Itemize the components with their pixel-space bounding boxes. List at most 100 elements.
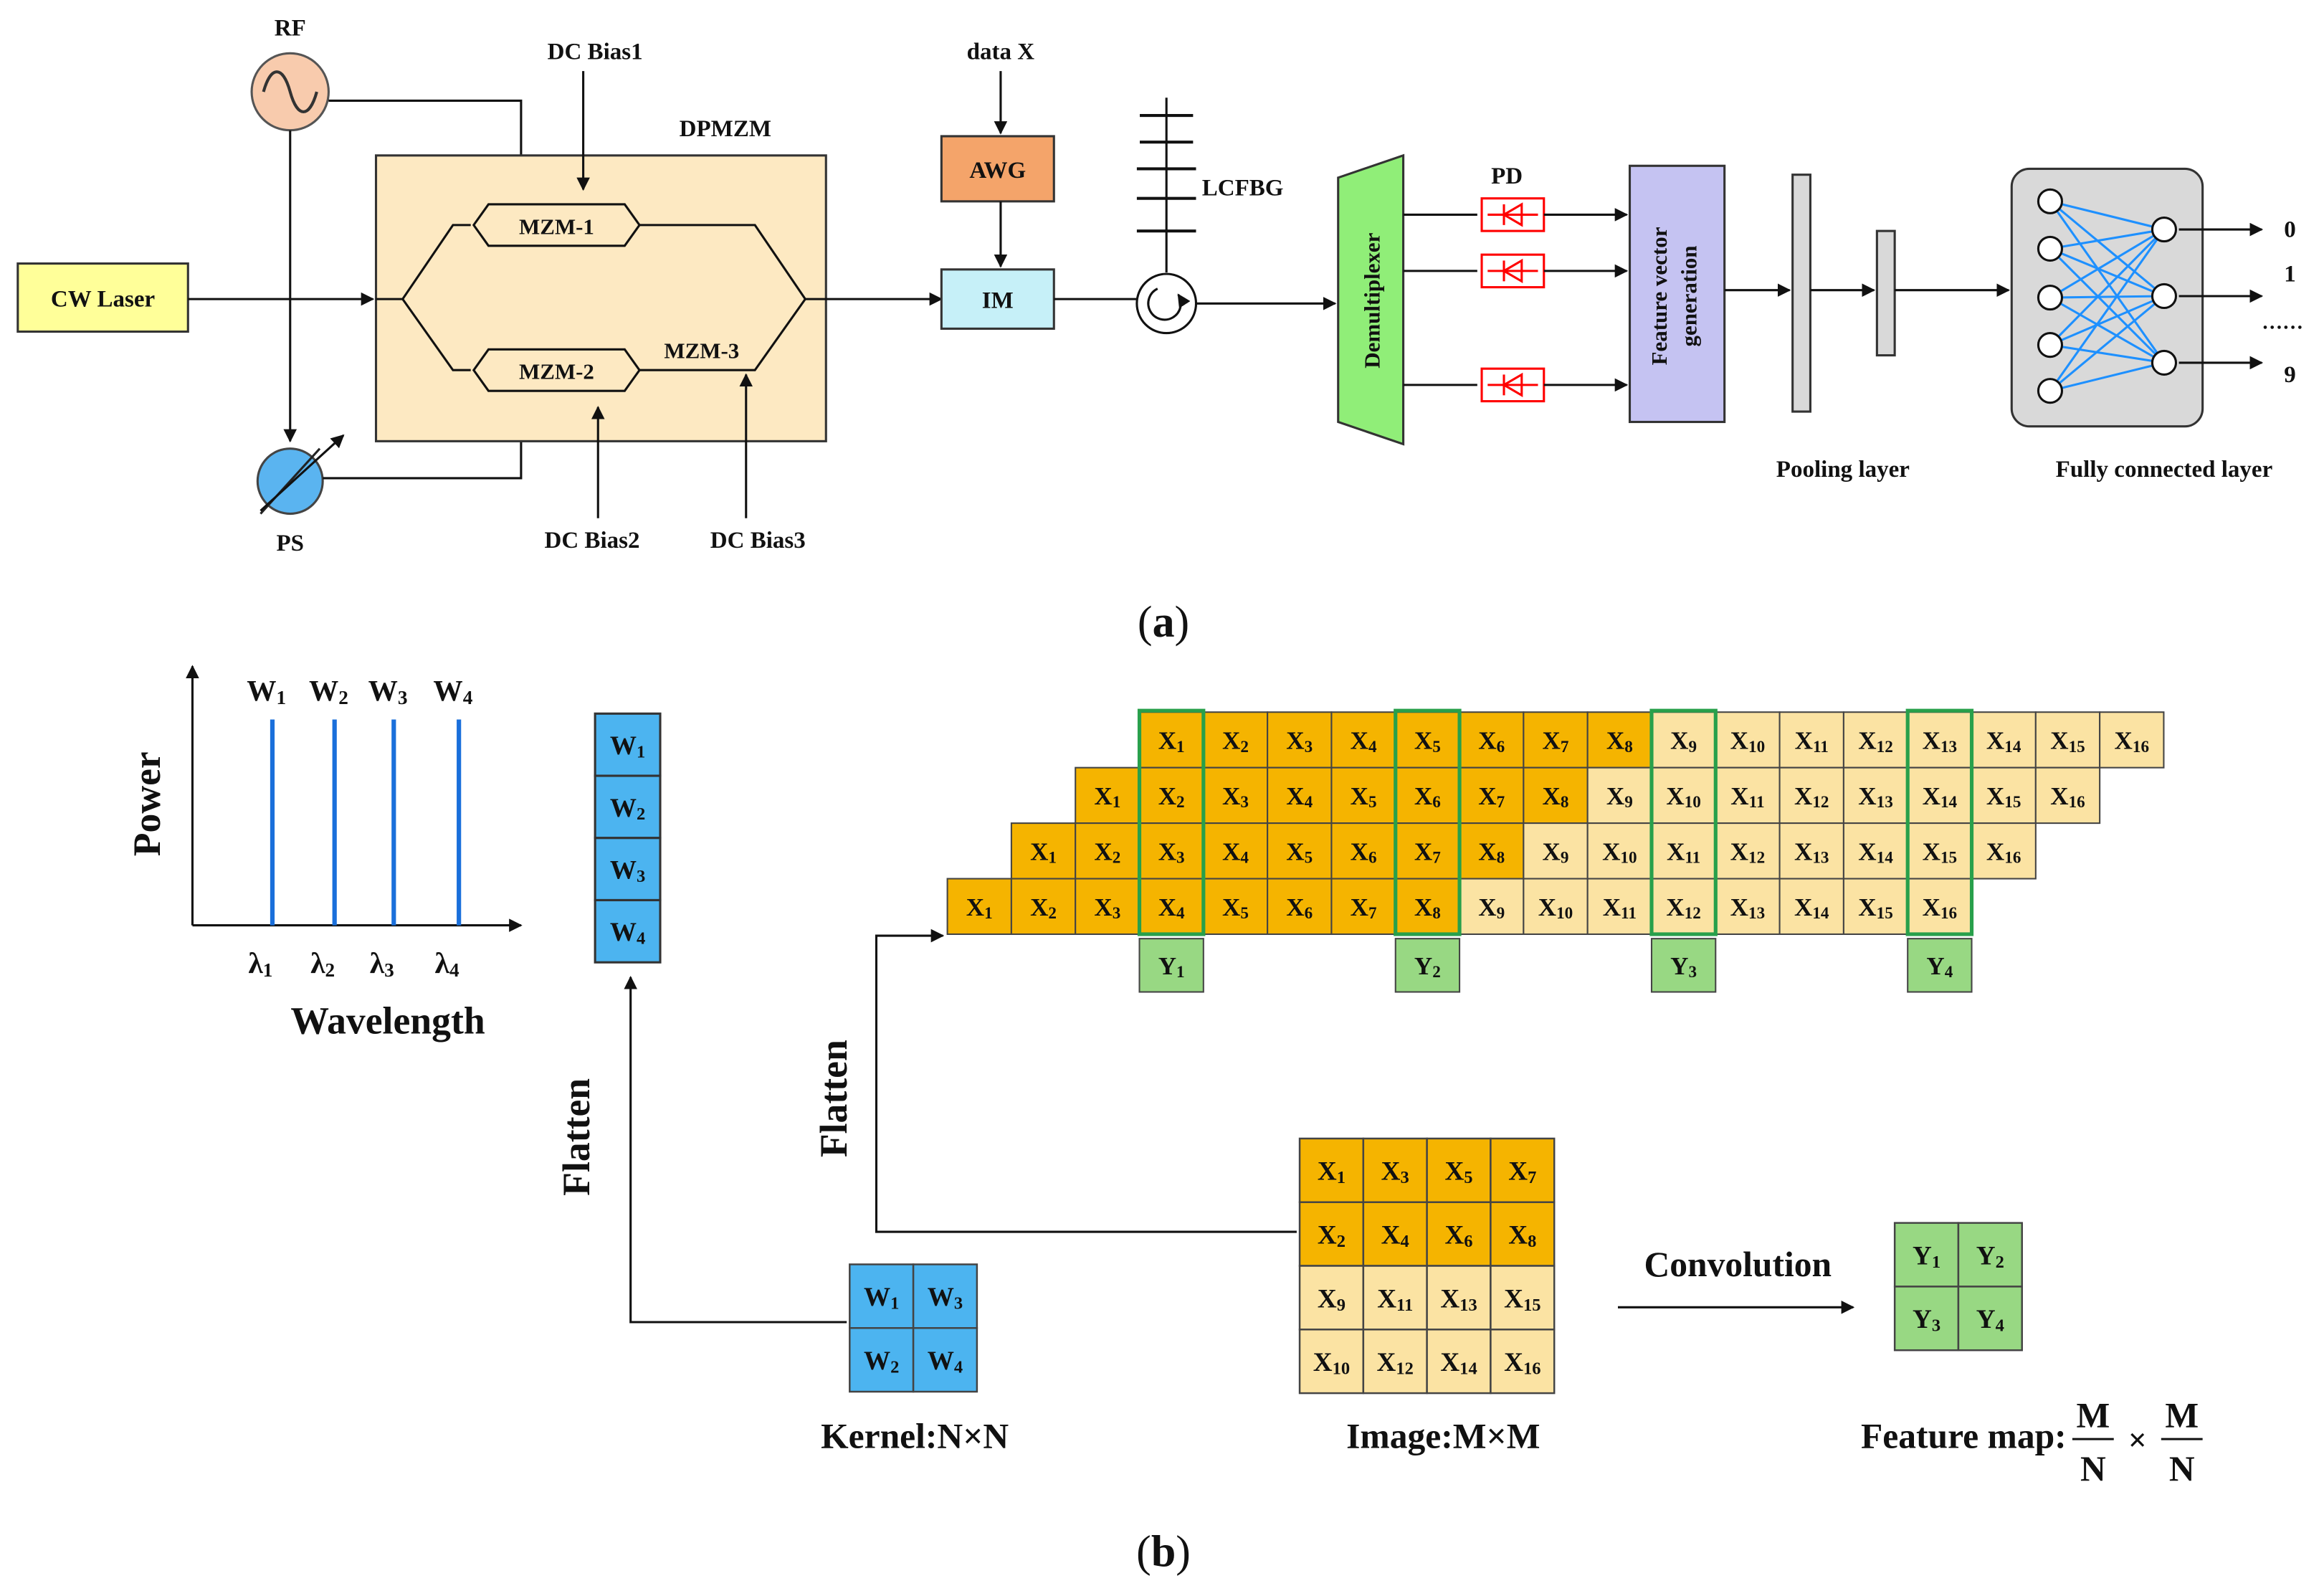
image-pixel-label: X7: [1414, 837, 1441, 867]
image-pixel-label: X10: [1730, 727, 1766, 756]
image_grid-cell-label: X9: [1318, 1284, 1346, 1314]
pooling-bar-1: [1791, 174, 1811, 413]
image-pixel-cell: [1523, 878, 1589, 936]
phase-shifter: PS: [256, 434, 345, 556]
image_grid-cell: [1490, 1201, 1556, 1267]
input-neuron-icon: [2037, 235, 2064, 262]
image-pixel-cell: [1586, 711, 1653, 769]
image-pixel-label: X9: [1670, 727, 1697, 756]
awg-box: [940, 135, 1055, 203]
rf-label: RF: [275, 16, 306, 42]
image_grid-cell-label: X3: [1381, 1157, 1409, 1187]
image-pixel-cell: [1075, 878, 1140, 936]
wavelength-label: Wavelength: [290, 999, 485, 1042]
caption-letter: b: [1151, 1528, 1176, 1577]
fc-connection: [2049, 295, 2164, 299]
dc-bias1-label: DC Bias1: [548, 39, 643, 65]
fraction-numerator: M: [2076, 1396, 2110, 1435]
image-pixel-cell: [1586, 878, 1653, 936]
image-pixel-label: X4: [1158, 893, 1185, 923]
cw-laser: CW Laser: [16, 262, 189, 333]
image_grid-cell-label: X15: [1504, 1284, 1540, 1314]
image-pixel-label: X6: [1286, 893, 1313, 923]
image_grid-cell: [1490, 1137, 1556, 1203]
image_grid-cell: [1426, 1329, 1492, 1395]
kernel_grid-cell-label: W3: [928, 1283, 963, 1313]
output-cell: [1907, 938, 1973, 993]
image_grid-cell-label: X10: [1313, 1348, 1350, 1378]
image-pixel-label: X9: [1606, 782, 1633, 812]
image-pixel-label: X10: [1666, 782, 1700, 812]
image-pixel-cell: [1330, 878, 1396, 936]
image_grid-cell-label: X5: [1444, 1157, 1472, 1187]
weight-cell-label: W4: [610, 918, 645, 948]
image-pixel-label: X5: [1286, 837, 1313, 867]
feature_grid-cell: [1957, 1286, 2023, 1352]
image-pixel-label: X1: [966, 893, 993, 923]
lambda-label: λ4: [435, 946, 459, 981]
fc-connection: [2049, 247, 2166, 364]
image-pixel-label: X9: [1543, 837, 1569, 867]
pooling-bar-2: [1875, 229, 1896, 357]
feature_grid-cell: [1893, 1222, 1960, 1288]
fc-connection: [2049, 228, 2166, 346]
image-pixel-label: X4: [1286, 782, 1313, 812]
output-cell: [1394, 938, 1461, 993]
image-pixel-cell: [1650, 822, 1717, 880]
kernel_grid-cell-label: W1: [864, 1283, 899, 1313]
weight-label: W3: [368, 674, 408, 708]
sine-wave-icon: [262, 70, 318, 113]
image-flatten-label: Flatten: [812, 1040, 855, 1157]
image-flatten-path: [875, 928, 1297, 1233]
image-pixel-label: X10: [1538, 893, 1573, 923]
image-pixel-label: X2: [1030, 893, 1057, 923]
image-pixel-label: X6: [1478, 727, 1505, 756]
image-pixel-label: X16: [2050, 782, 2085, 812]
image-pixel-cell: [1010, 822, 1077, 880]
image-pixel-label: X8: [1543, 782, 1569, 812]
weight-cell: [594, 898, 662, 964]
image-pixel-cell: [1075, 766, 1140, 825]
image-pixel-label: X15: [1923, 837, 1958, 867]
image-pixel-label: X10: [1602, 837, 1637, 867]
image-pixel-label: X13: [1794, 837, 1829, 867]
image-pixel-cell: [1907, 711, 1973, 769]
dpmzm-box: [374, 154, 827, 442]
image-pixel-cell: [1075, 822, 1140, 880]
fc-connection: [2049, 247, 2165, 298]
kernel-window: [1137, 708, 1206, 936]
mzm2-label: MZM-2: [519, 359, 594, 384]
image_grid-cell-label: X13: [1440, 1284, 1477, 1314]
image_grid-cell-label: X2: [1318, 1221, 1346, 1251]
image-pixel-cell: [1586, 822, 1653, 880]
image-pixel-label: X15: [1986, 782, 2021, 812]
image-label: Image:M×M: [1346, 1417, 1540, 1456]
image-pixel-label: X8: [1478, 837, 1505, 867]
image_grid-cell-label: X11: [1377, 1284, 1413, 1314]
demux-shape: [1337, 153, 1405, 446]
output-neuron-icon: [2151, 282, 2178, 310]
dc-bias2-label: DC Bias2: [545, 528, 640, 554]
panel-a-caption: (a): [1138, 598, 1189, 647]
image_grid-cell-label: X16: [1504, 1348, 1540, 1378]
image-pixel-cell: [946, 878, 1012, 936]
image-pixel-label: X7: [1351, 893, 1377, 923]
output-cell: [1650, 938, 1717, 993]
panel-a: RF PS CW Laser DPMZM MZM-1: [16, 16, 2303, 647]
image-pixel-label: X7: [1478, 782, 1505, 812]
image-pixel-cell: [1971, 822, 2037, 880]
fc-connection: [2049, 228, 2165, 299]
convolution-label: Convolution: [1644, 1245, 1832, 1284]
image-pixel-label: X5: [1222, 893, 1249, 923]
feature_grid-cell-label: Y3: [1913, 1305, 1940, 1335]
lcfbg: LCFBG: [1136, 98, 1284, 272]
waveguide-split-lower: [401, 298, 471, 371]
fraction-numerator: M: [2165, 1396, 2199, 1435]
lcfbg-label: LCFBG: [1202, 176, 1284, 201]
image-pixel-label: X1: [1094, 782, 1120, 812]
image-pixel-cell: [1459, 711, 1525, 769]
image-pixel-cell: [1394, 878, 1461, 936]
feature-line2-label: generation: [1676, 245, 1701, 346]
